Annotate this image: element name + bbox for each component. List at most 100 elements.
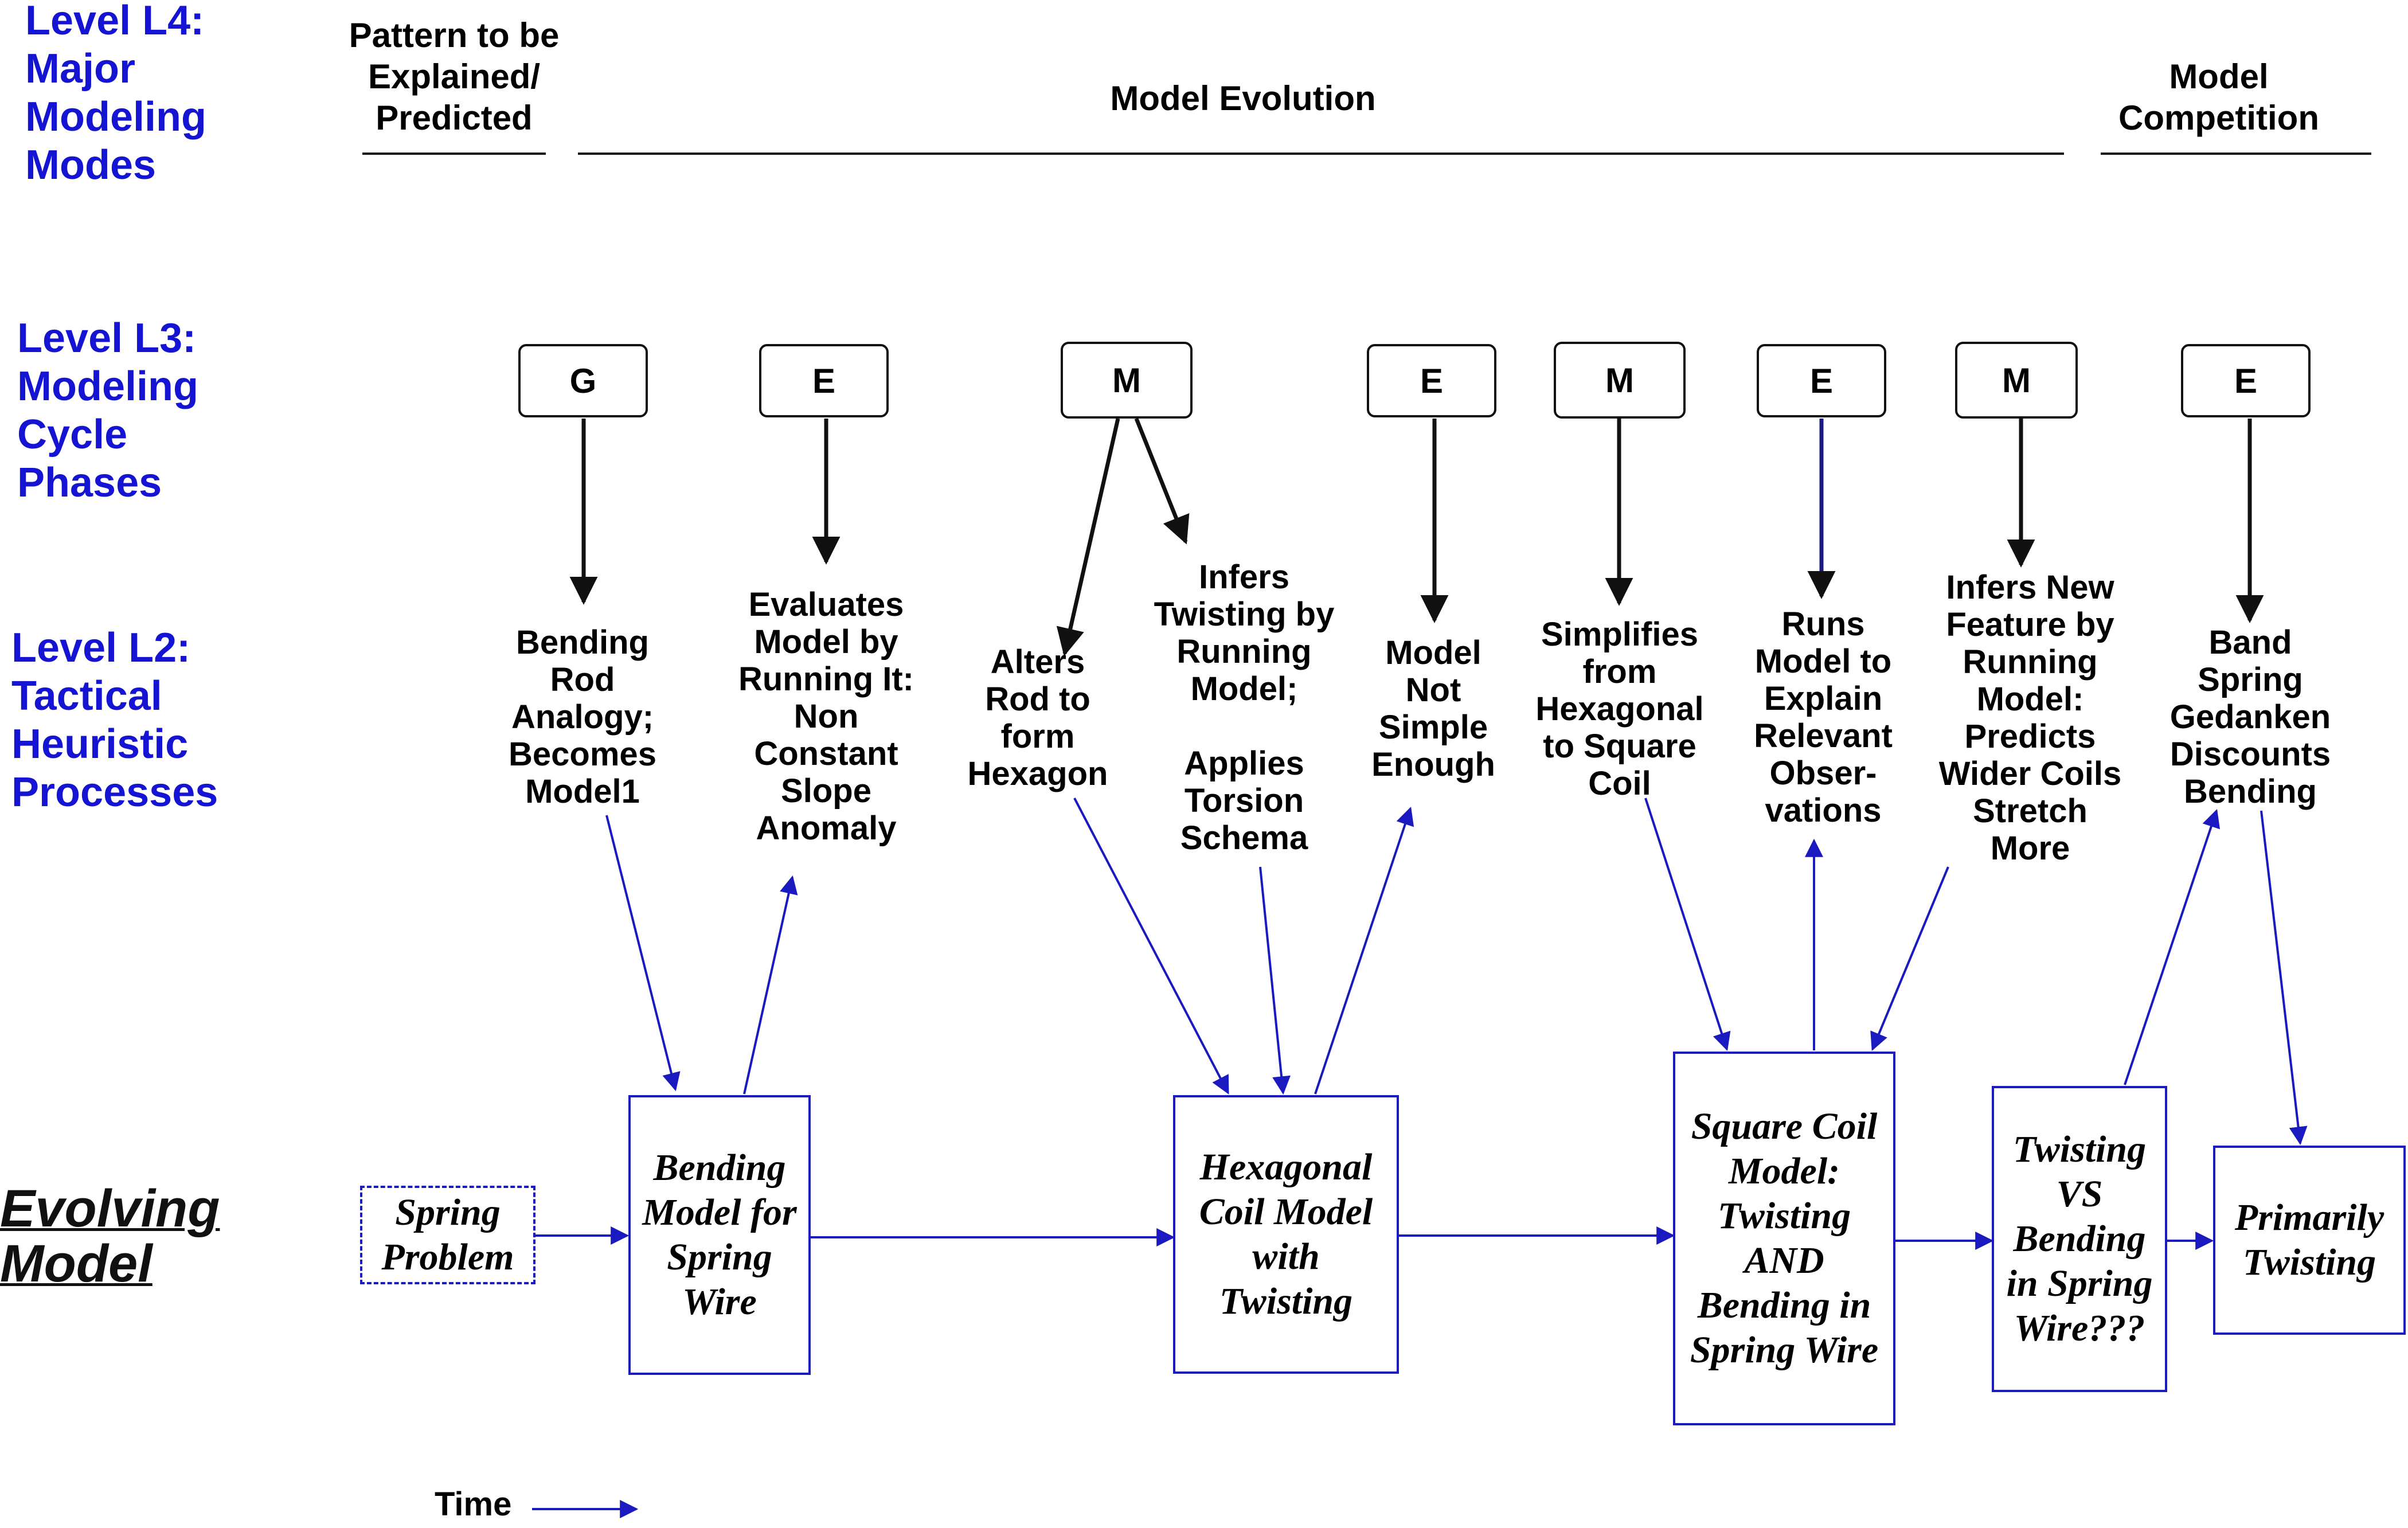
heuristic-line: Analogy; (511, 698, 654, 736)
heuristic-line: Obser- (1769, 755, 1877, 792)
phase-box-e: E (1367, 344, 1496, 417)
model-line: Coil Model (1199, 1191, 1373, 1233)
mode-pattern-line: Predicted (376, 99, 533, 137)
model-line: Bending (653, 1147, 786, 1189)
heuristic-line: Simplifies (1541, 616, 1698, 653)
model-line: Twisting (2242, 1241, 2376, 1283)
heuristic-line: Model by (754, 623, 898, 661)
mode-competition: Model Competition (2081, 56, 2356, 139)
level-l4-label: Level L4: Major Modeling Modes (25, 0, 206, 189)
heuristic-line: Schema (1180, 819, 1308, 857)
arrow-alters-to-hex (1073, 798, 1229, 1095)
heuristic-line: Relevant (1754, 717, 1893, 755)
heuristic-line: Twisting by (1154, 596, 1335, 633)
phase-box-m: M (1955, 342, 2078, 419)
heuristic-line: Non (793, 698, 859, 735)
model-line: Square Coil (1691, 1105, 1878, 1147)
time-label: Time (435, 1486, 512, 1523)
heuristic-bending-rod: Bending Rod Analogy; Becomes Model1 (485, 624, 680, 810)
level-l4-line: Level L4: (25, 0, 205, 44)
heuristic-line: Slope (781, 772, 871, 810)
heuristic-line: Stretch (1973, 792, 2088, 830)
heuristic-line: Feature by (1946, 606, 2114, 643)
mode-evolution-line: Model Evolution (1110, 79, 1376, 118)
heuristic-line: Coil (1588, 765, 1651, 802)
heuristic-line: to Square (1543, 728, 1696, 765)
model-line: Wire (682, 1281, 757, 1323)
phase-box-m: M (1061, 342, 1193, 419)
model-line: Spring (395, 1191, 501, 1233)
phase-box-e: E (1757, 344, 1886, 417)
model-line: Twisting (1717, 1195, 1851, 1237)
model-line: Spring Wire (1690, 1329, 1879, 1371)
model-line: Wire??? (2014, 1307, 2145, 1349)
heuristic-line: Hexagonal (1535, 690, 1704, 728)
heuristic-line: Gedanken (2169, 698, 2331, 736)
arrow-infers-new-to-square (1870, 866, 1949, 1051)
heuristic-line: Alters (990, 643, 1085, 681)
heuristic-line: Not (1405, 671, 1461, 709)
arrow-versus-to-band (2124, 808, 2221, 1085)
mode-pattern-line: Pattern to be (349, 16, 560, 54)
level-l2-label: Level L2: Tactical Heuristic Processes (11, 624, 218, 816)
heuristic-alters: Alters Rod to form Hexagon (940, 643, 1135, 792)
model-line: with (1252, 1236, 1320, 1277)
mode-pattern-line: Explained/ (368, 57, 541, 96)
level-l4-line: Modeling (25, 94, 206, 140)
level-l2-line: Processes (11, 769, 218, 815)
heuristic-infers-feature: Infers New Feature by Running Model: Pre… (1913, 569, 2148, 867)
mode-evolution: Model Evolution (1014, 78, 1472, 119)
heuristic-line: Running It: (738, 661, 914, 698)
arrow-hex-to-not-simple (1314, 806, 1414, 1095)
heuristic-line: Constant (754, 735, 898, 772)
arrow-band-to-primarily (2260, 810, 2308, 1146)
mode-competition-line: Competition (2118, 99, 2319, 137)
model-line: Spring (667, 1236, 772, 1278)
model-line: Bending (2013, 1218, 2146, 1260)
heuristic-line: Bending (2184, 773, 2317, 810)
arrow-bending-rod-to-model (605, 815, 681, 1092)
heuristic-not-simple: Model Not Simple Enough (1347, 634, 1519, 783)
level-l3-line: Modeling (17, 364, 198, 409)
heuristic-line: Band (2208, 624, 2292, 661)
heuristic-line: Model (1385, 634, 1481, 671)
heuristic-line: Model1 (525, 773, 640, 810)
heuristic-line: Infers (1199, 558, 1289, 596)
heuristic-line (1129, 708, 1359, 745)
heuristic-line: Model: (1976, 681, 2084, 718)
level-l3-label: Level L3: Modeling Cycle Phases (17, 314, 198, 507)
model-line: Twisting (1219, 1280, 1353, 1322)
heuristic-line: Evaluates (748, 586, 904, 623)
heuristic-line: Model; (1190, 670, 1298, 708)
heuristic-simplifies: Simplifies from Hexagonal to Square Coil (1514, 616, 1726, 802)
phase-box-e: E (759, 344, 889, 417)
heuristic-line: Applies (1184, 745, 1304, 782)
model-box-hexagonal: Hexagonal Coil Model with Twisting (1173, 1095, 1399, 1374)
heuristic-line: Torsion (1184, 782, 1304, 819)
heuristic-line: Spring (2198, 661, 2303, 698)
model-box-spring-problem: Spring Problem (360, 1186, 535, 1284)
evolving-model-label: Evolving Model (0, 1181, 220, 1291)
arrow-m1-to-alters (1056, 418, 1120, 656)
heuristic-line: Bending (516, 624, 649, 661)
heuristic-line: Infers New (1946, 569, 2114, 606)
model-line: Hexagonal (1199, 1146, 1373, 1188)
heuristic-line: Running (1176, 633, 1312, 670)
model-line: Twisting (2012, 1128, 2147, 1170)
heuristic-line: Wider Coils (1938, 755, 2122, 792)
level-l3-line: Level L3: (17, 315, 197, 361)
heuristic-evaluates: Evaluates Model by Running It: Non Const… (714, 586, 938, 847)
evolving-model-line: Model (0, 1234, 153, 1293)
phase-box-m: M (1554, 342, 1686, 419)
heuristic-line: Model to (1754, 643, 1892, 680)
heuristic-line: Runs (1781, 605, 1865, 643)
model-line: Problem (381, 1236, 514, 1278)
level-l2-line: Level L2: (11, 625, 191, 671)
level-l3-line: Cycle (17, 412, 128, 458)
model-box-primarily-twisting: Primarily Twisting (2213, 1146, 2406, 1335)
heuristic-line: Anomaly (756, 810, 897, 847)
evolving-model-line: Evolving (0, 1179, 220, 1238)
level-l4-line: Major (25, 46, 136, 92)
level-l3-line: Phases (17, 460, 162, 506)
heuristic-line: Simple (1378, 709, 1488, 746)
